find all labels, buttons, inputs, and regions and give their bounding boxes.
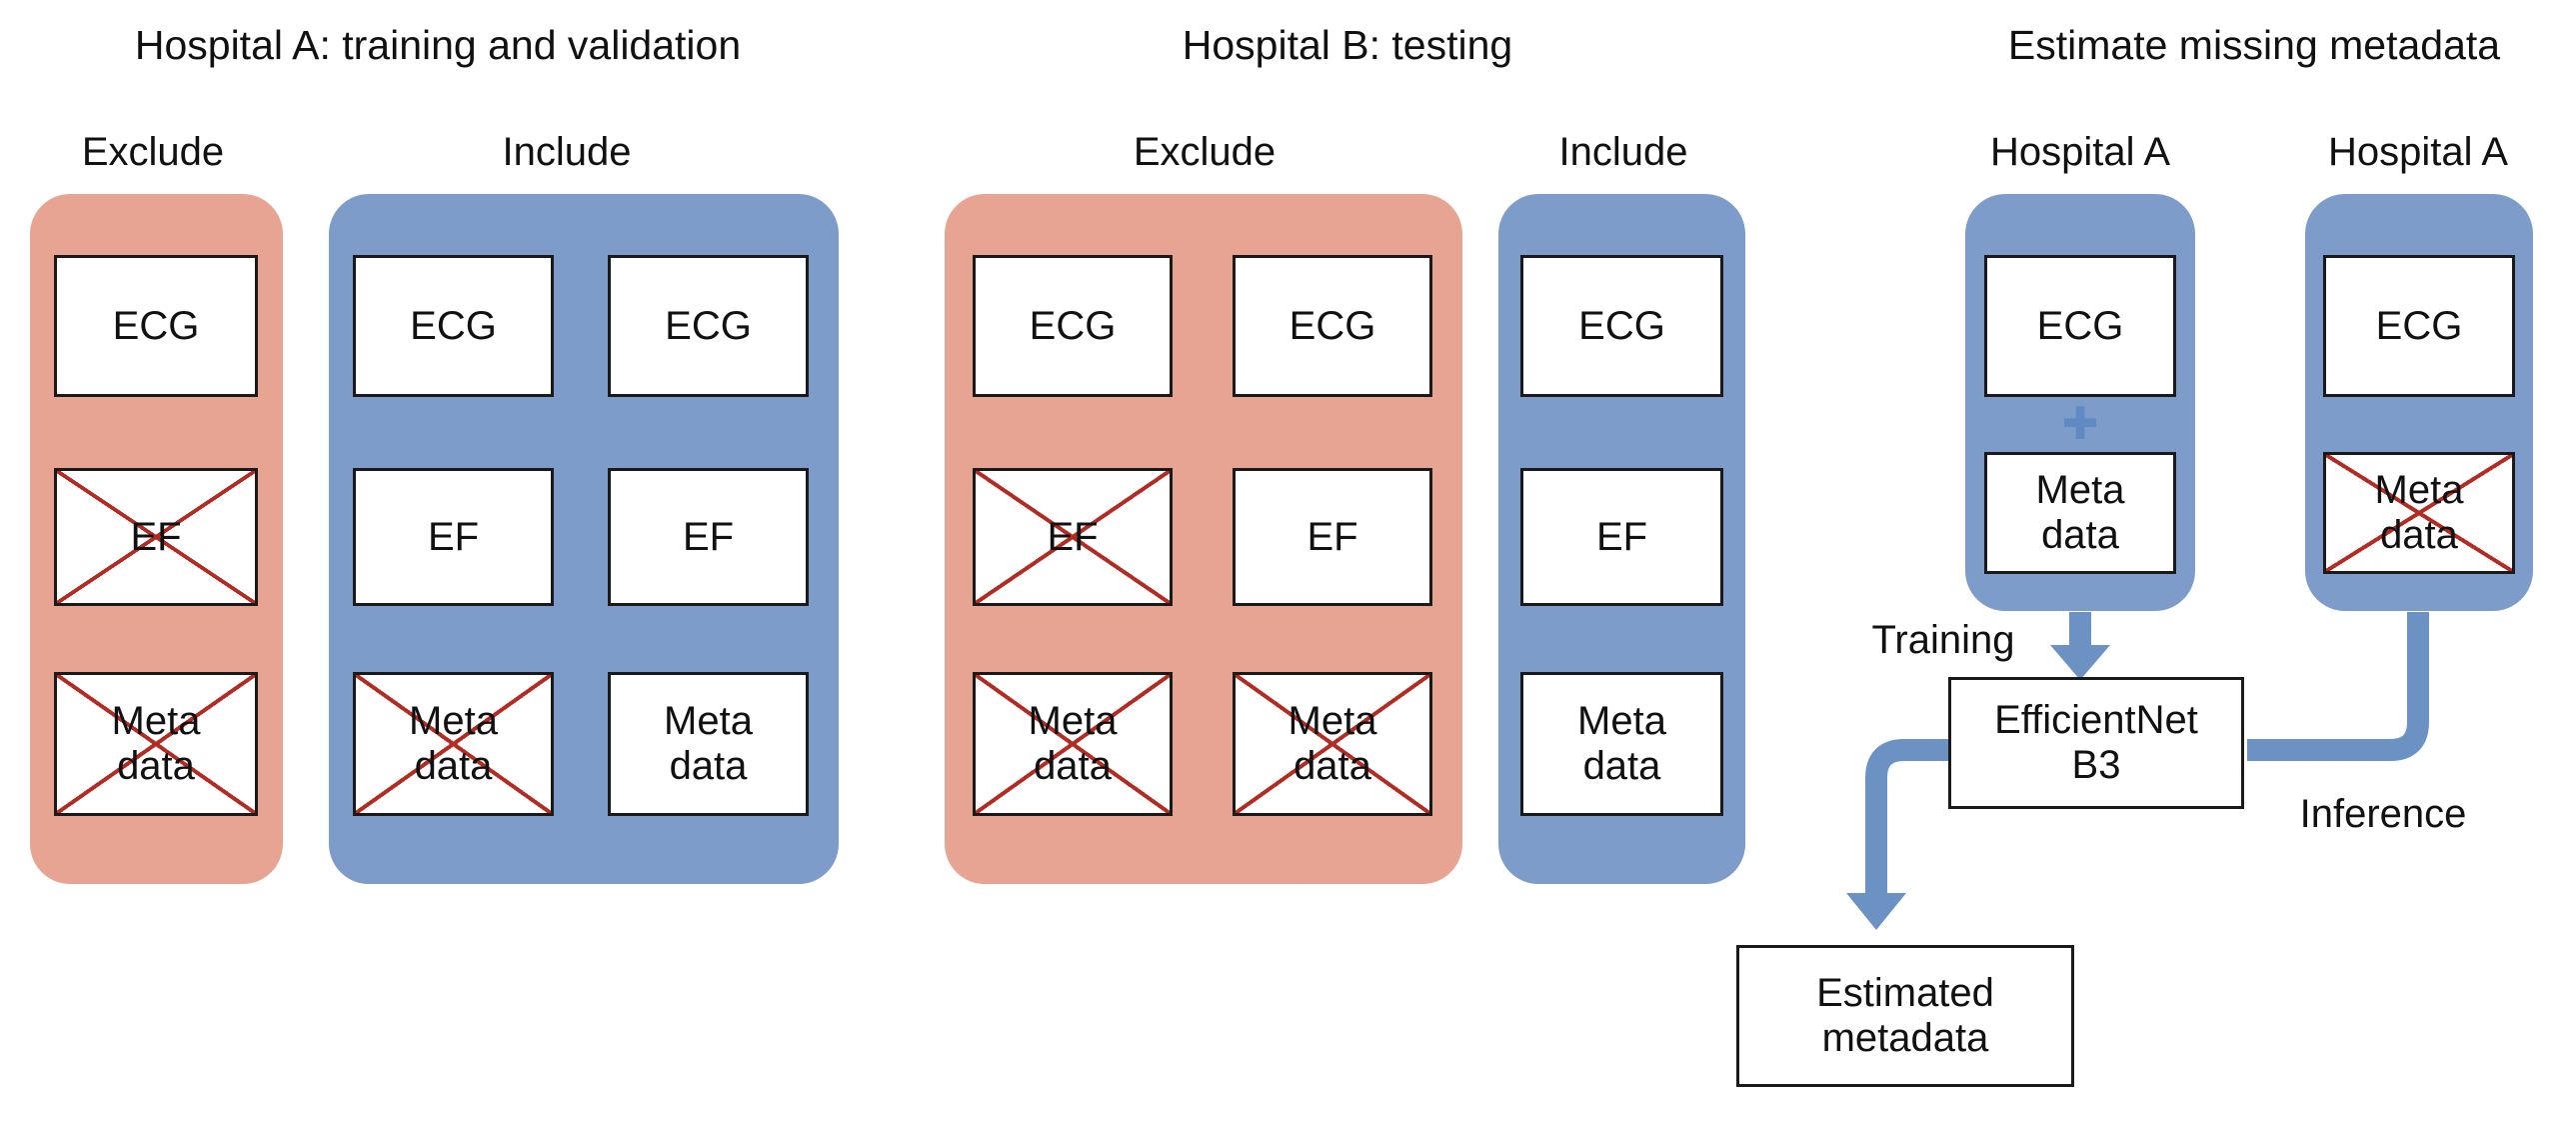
ecg-box: ECG	[1984, 255, 2176, 397]
metadata-box: Meta data	[1984, 452, 2176, 574]
estimated-metadata-box: Estimated metadata	[1736, 945, 2074, 1087]
metadata-box-crossed: Meta data	[973, 672, 1173, 816]
metadata-box-crossed: Meta data	[1233, 672, 1432, 816]
hospital-a-panel2-label: Hospital A	[2327, 130, 2509, 174]
ef-box: EF	[1233, 468, 1432, 606]
ecg-box: ECG	[1520, 255, 1723, 397]
metadata-box-crossed: Meta data	[353, 672, 554, 816]
metadata-box-crossed: Meta data	[2323, 452, 2515, 574]
section-title-estimate: Estimate missing metadata	[2007, 22, 2501, 68]
ef-box-crossed: EF	[54, 468, 258, 606]
ef-box: EF	[353, 468, 554, 606]
output-arrowhead	[1846, 893, 1906, 930]
training-arrowhead	[2050, 645, 2110, 680]
section-title-hospital-b: Hospital B: testing	[1182, 22, 1513, 68]
ecg-box: ECG	[2323, 255, 2515, 397]
include-label-b: Include	[1558, 130, 1688, 174]
section-title-hospital-a: Hospital A: training and validation	[134, 22, 742, 68]
ecg-box: ECG	[54, 255, 258, 397]
include-label-a: Include	[502, 130, 632, 174]
ef-box-crossed: EF	[973, 468, 1173, 606]
inference-connector	[2247, 612, 2429, 761]
metadata-box: Meta data	[608, 672, 809, 816]
output-connector	[1865, 739, 1951, 896]
metadata-box: Meta data	[1520, 672, 1723, 816]
exclude-label-a: Exclude	[81, 130, 225, 174]
ef-box: EF	[1520, 468, 1723, 606]
exclude-label-b: Exclude	[1133, 130, 1277, 174]
plus-icon: +	[2061, 389, 2098, 456]
ecg-box: ECG	[973, 255, 1173, 397]
metadata-box-crossed: Meta data	[54, 672, 258, 816]
ecg-box: ECG	[1233, 255, 1432, 397]
inference-label: Inference	[2299, 792, 2467, 836]
ecg-box: ECG	[353, 255, 554, 397]
training-label: Training	[1871, 618, 2015, 662]
hospital-a-panel1-label: Hospital A	[1989, 130, 2171, 174]
ecg-box: ECG	[608, 255, 809, 397]
efficientnet-box: EfficientNet B3	[1948, 677, 2244, 809]
ef-box: EF	[608, 468, 809, 606]
